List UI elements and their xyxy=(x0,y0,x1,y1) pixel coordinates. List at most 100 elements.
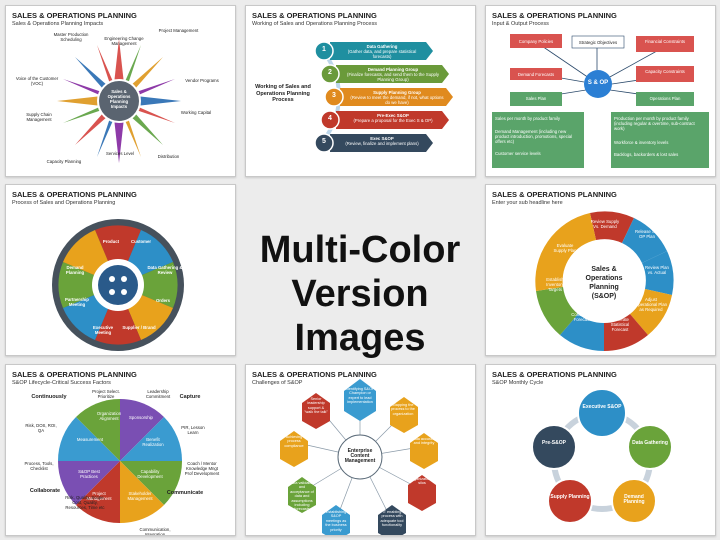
slide-thumbnail-1[interactable]: SALES & OPERATIONS PLANNING Sales & Oper… xyxy=(5,5,236,177)
challenge-item: Data accuracy and integrity xyxy=(411,437,437,446)
slide-title: SALES & OPERATIONS PLANNING xyxy=(12,190,137,199)
cycle-stage: Data Gathering xyxy=(632,440,668,446)
slide-title: SALES & OPERATIONS PLANNING xyxy=(492,190,617,199)
wheel-segment: Partnership Meeting xyxy=(65,297,89,307)
slide-thumbnail-6[interactable]: SALES & OPERATIONS PLANNING S&OP Lifecyc… xyxy=(5,364,236,536)
cycle-segment: Review Plan vs. Actual xyxy=(645,265,669,275)
pie-slice: S&OP Best Practices xyxy=(78,469,100,479)
slide-title: SALES & OPERATIONS PLANNING xyxy=(12,11,137,20)
challenge-item: Organizational silos xyxy=(409,477,435,486)
slide-title: SALES & OPERATIONS PLANNING xyxy=(492,370,617,379)
impact-label: Vendor Programs xyxy=(185,78,219,83)
wheel-segment: Executive Meeting xyxy=(92,325,114,335)
step-title: Data Gathering xyxy=(366,44,398,49)
wheel-segment: Supplier / Brand xyxy=(122,325,156,330)
slide-title: SALES & OPERATIONS PLANNING xyxy=(492,11,617,20)
impact-label: Voice of the Customer (VOC) xyxy=(15,76,59,86)
outer-note: Coach / Mentor Knowledge Mngt Prof Devel… xyxy=(184,461,220,476)
hub-label: S & OP xyxy=(587,80,609,86)
wheel-segment: Product xyxy=(102,239,120,244)
cycle-segment: Release S & OP Plan xyxy=(635,229,659,239)
outer-note: Project Select. Prioritize xyxy=(92,389,120,399)
pie-slice: Sponsorship xyxy=(129,415,153,420)
step-number: 5 xyxy=(322,138,326,145)
cycle-stage: Pre-S&OP xyxy=(542,440,566,446)
cycle-segment: Establish Inventory Targets xyxy=(546,277,564,292)
slide-subtitle: Sales & Operations Planning Impacts xyxy=(12,21,104,27)
input-box: Demand Forecasts xyxy=(517,72,555,77)
cycle-hub-label: Sales & Operations Planning (S&OP) xyxy=(585,266,623,300)
challenges-diagram xyxy=(280,379,438,535)
step-desc: (Review to meet the demand, if not, what… xyxy=(350,95,444,105)
step-title: Pre-Exec S&OP xyxy=(377,113,409,118)
slide-thumbnail-8[interactable]: SALES & OPERATIONS PLANNING S&OP Monthly… xyxy=(485,364,716,536)
output-list-item: Demand Management (including new product… xyxy=(495,129,573,144)
challenge-item: Data validation and acceptance of data a… xyxy=(289,481,315,512)
slide-thumbnail-7[interactable]: SALES & OPERATIONS PLANNING Challenges o… xyxy=(245,364,476,536)
slide-subtitle: S&OP Monthly Cycle xyxy=(492,380,544,386)
cycle-stage: Supply Planning xyxy=(550,494,590,500)
step-desc: (Review, finalize and implement plans) xyxy=(345,141,419,146)
cycle-stage: Demand Planning xyxy=(623,494,645,505)
cycle-segment: Review Supply Vs. Demand xyxy=(590,219,620,229)
pie-slice: Capability Development xyxy=(137,469,163,479)
cycle-stage: Executive S&OP xyxy=(582,404,622,410)
multi-color-heading: Multi-Color Version Images xyxy=(240,228,480,360)
pie-slice: Stakeholder Management xyxy=(127,491,153,501)
slide-title: SALES & OPERATIONS PLANNING xyxy=(12,370,137,379)
challenges-hub: Enterprise Content Management xyxy=(344,448,376,464)
input-box: Strategic Objectives xyxy=(578,40,618,45)
output-box: Sales Plan xyxy=(525,96,547,101)
step-desc: (Gather data, and prepare statistical fo… xyxy=(347,49,417,59)
outer-note: Communication, Integration xyxy=(139,527,171,536)
cycle-segment: Generate Statistical Forecast xyxy=(610,317,630,332)
input-output-diagram xyxy=(492,34,709,168)
output-list-item: Production per month by product family (… xyxy=(614,116,695,131)
step-title: Supply Planning Group xyxy=(373,90,421,95)
slide-subtitle: Challenges of S&OP xyxy=(252,380,303,386)
input-box: Financial Constraints xyxy=(644,39,686,44)
step-number: 2 xyxy=(328,69,332,76)
monthly-cycle-diagram xyxy=(531,388,673,524)
output-list-item: Workforce & inventory levels xyxy=(614,140,669,145)
slide-thumbnail-2[interactable]: SALES & OPERATIONS PLANNING Working of S… xyxy=(245,5,476,177)
step-number: 1 xyxy=(322,46,326,53)
pie-slice: Measurement xyxy=(76,437,104,442)
corner-label: Capture xyxy=(179,394,201,400)
outer-note: Risk, DOS, ROI, QA xyxy=(25,423,57,433)
pie-slice: Benefit Realization xyxy=(142,437,164,447)
step-number: 3 xyxy=(332,92,336,99)
slide-thumbnail-4[interactable]: SALES & OPERATIONS PLANNING Process of S… xyxy=(5,184,236,356)
wheel-segment: Orders xyxy=(155,298,171,303)
slide-subtitle: S&OP Lifecycle-Critical Success Factors xyxy=(12,380,111,386)
step-title: Exec S&OP xyxy=(370,136,394,141)
pie-slice: Project Management xyxy=(86,491,112,501)
lifecycle-pie-diagram xyxy=(57,398,183,524)
sop-cycle-diagram xyxy=(535,211,674,351)
step-desc: (Prepare a proposal for the Exec S & OP) xyxy=(353,118,433,123)
impact-label: Master Production Scheduling xyxy=(53,32,89,42)
slide-title: SALES & OPERATIONS PLANNING xyxy=(252,11,377,20)
cycle-segment: Adjust Operational Plan as Required xyxy=(634,297,667,312)
impact-label: Services Level xyxy=(106,151,134,156)
slide-subtitle: Enter your sub headline here xyxy=(492,200,563,206)
wheel-segment: Data Gathering & Review xyxy=(147,265,183,275)
impact-label: Working Capital xyxy=(180,110,212,115)
step-title: Demand Planning Group xyxy=(367,67,419,72)
step-number: 4 xyxy=(328,115,332,122)
corner-label: Communicate xyxy=(166,490,204,496)
outer-note: PIR, Lesson Learn xyxy=(181,425,205,435)
challenge-item: Establishing S&OP meetings as the busine… xyxy=(325,510,347,532)
impact-label: Engineering Change Management xyxy=(104,36,144,46)
slide-thumbnail-5[interactable]: SALES & OPERATIONS PLANNING Enter your s… xyxy=(485,184,716,356)
slide-thumbnail-3[interactable]: SALES & OPERATIONS PLANNING Input & Outp… xyxy=(485,5,716,177)
output-list-item: Backlogs, backorders & lost sales xyxy=(614,152,679,157)
wheel-segment: Customer xyxy=(130,239,152,244)
cycle-segment: Derive Consensus Forecast xyxy=(571,307,593,322)
outer-note: Leadership Commitment xyxy=(145,389,171,399)
slide-subtitle: Input & Output Process xyxy=(492,21,549,27)
challenge-item: Mapping the process to the organization xyxy=(391,403,415,416)
impact-label: Project Management xyxy=(158,28,199,33)
impact-label: Supply Chain Management xyxy=(26,112,52,122)
challenge-item: Identifying S&OP Champion or expert to l… xyxy=(345,387,375,405)
